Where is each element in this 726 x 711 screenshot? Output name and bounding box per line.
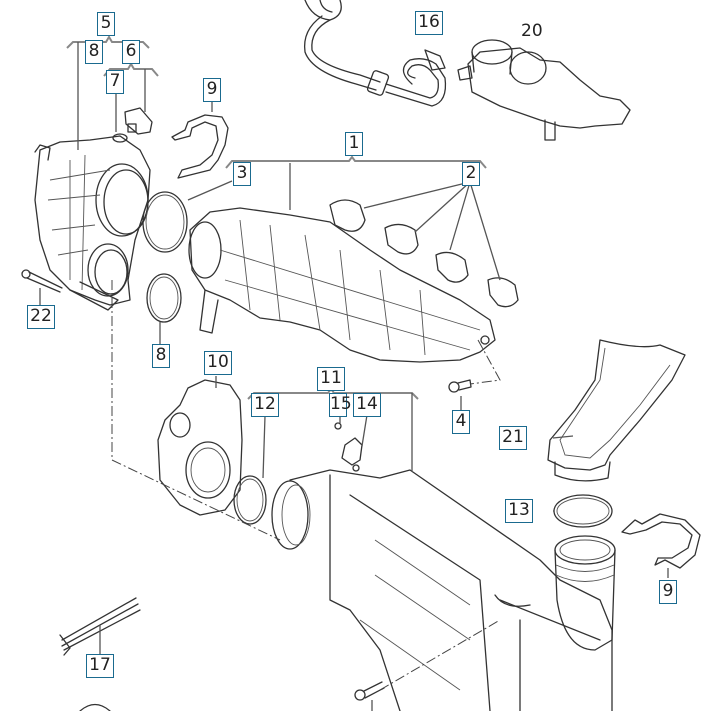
callout-4[interactable]: 4 — [452, 410, 470, 434]
callout-10[interactable]: 10 — [204, 351, 232, 375]
callout-8[interactable]: 8 — [85, 40, 103, 64]
manifold-gaskets — [329, 199, 519, 308]
bolt-bottom — [354, 681, 385, 701]
callout-8[interactable]: 8 — [152, 344, 170, 368]
callout-17[interactable]: 17 — [86, 654, 114, 678]
oil-separator — [457, 39, 631, 141]
callout-21[interactable]: 21 — [499, 426, 527, 450]
label-20[interactable]: 20 — [521, 21, 543, 41]
intake-manifold — [188, 207, 496, 363]
callout-14[interactable]: 14 — [353, 393, 381, 417]
bolt-4 — [448, 379, 472, 393]
callout-7[interactable]: 7 — [106, 70, 124, 94]
air-guide — [547, 339, 686, 482]
callout-22[interactable]: 22 — [27, 305, 55, 329]
o-ring-12 — [233, 475, 267, 525]
o-ring-7 — [112, 133, 128, 143]
throttle-body — [157, 379, 243, 516]
cooler-outlet-pipe — [554, 535, 616, 651]
callout-9[interactable]: 9 — [659, 580, 677, 604]
o-ring-3 — [142, 191, 188, 253]
partial-ring-bottom — [79, 703, 111, 711]
callout-15[interactable]: 15 — [329, 393, 352, 417]
retaining-clip-top — [171, 114, 229, 179]
o-ring-8 — [146, 273, 182, 323]
callout-12[interactable]: 12 — [251, 393, 279, 417]
brace-5 — [66, 35, 150, 49]
charge-air-cooler — [271, 469, 613, 711]
callout-2[interactable]: 2 — [462, 162, 480, 186]
brace-1 — [225, 155, 487, 169]
pressure-sensor-6 — [124, 107, 153, 135]
callout-11[interactable]: 11 — [317, 367, 345, 391]
callout-13[interactable]: 13 — [505, 499, 533, 523]
pressure-sensor-14 — [341, 437, 363, 472]
callout-6[interactable]: 6 — [122, 40, 140, 64]
retaining-clip-right — [621, 513, 701, 569]
callout-5[interactable]: 5 — [97, 12, 115, 36]
callout-16[interactable]: 16 — [415, 11, 443, 35]
brace-6 — [103, 62, 159, 77]
callout-3[interactable]: 3 — [233, 162, 251, 186]
callout-1[interactable]: 1 — [345, 132, 363, 156]
screw-15 — [334, 422, 342, 430]
o-ring-13 — [553, 494, 613, 528]
vent-hose — [303, 0, 447, 107]
callout-9[interactable]: 9 — [203, 78, 221, 102]
bolt-22 — [21, 269, 63, 293]
